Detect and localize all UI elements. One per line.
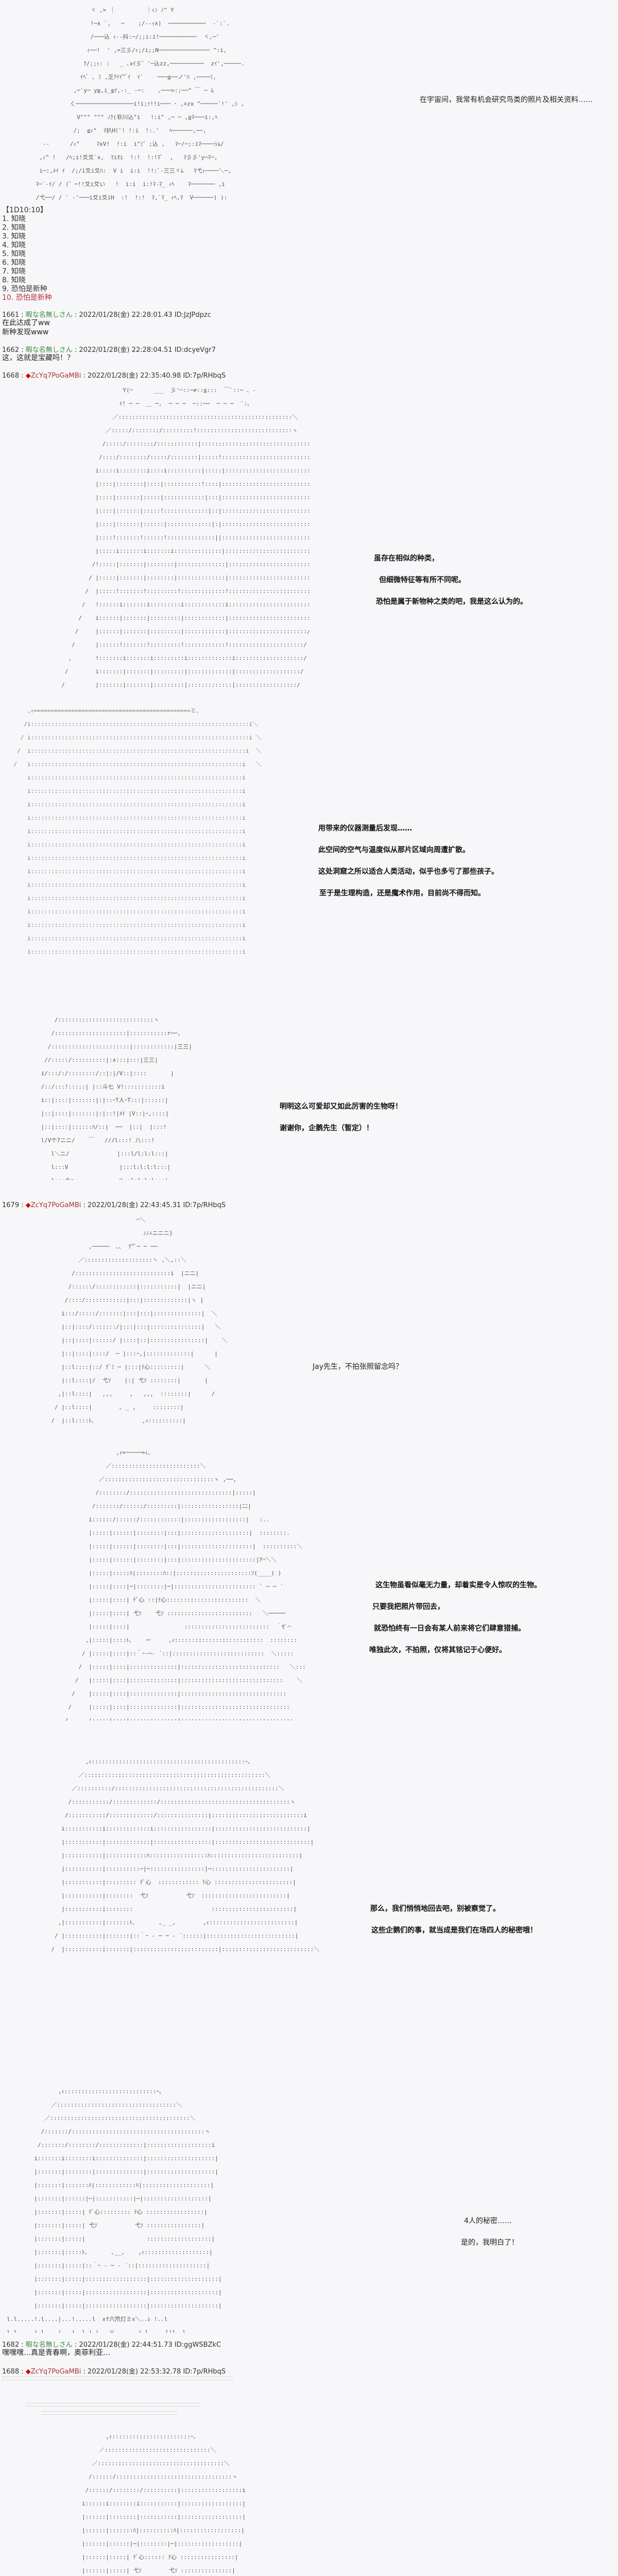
post-body-1661: 在此达成了ww 新种发现www	[2, 318, 50, 337]
narration-line: 是的，我明白了！	[461, 2239, 519, 2247]
narration-line: 就恐怕终有一日会有某人前来将它们肆意猎捕。	[374, 1624, 525, 1633]
post-header-1662: 1662 : 暇な名無しさん : 2022/01/28(金) 22:28:04.…	[2, 346, 216, 354]
poster-id[interactable]: ID:7p/RHbqS	[183, 372, 226, 380]
narration-line: 4人的秘密……	[464, 2217, 512, 2225]
narration-line: 至于是生理构造，还是魔术作用，目前尚不得而知。	[319, 889, 485, 897]
poster-name: 暇な名無しさん	[25, 346, 73, 354]
post-date: 2022/01/28(金) 22:53:32.78	[88, 2368, 181, 2376]
dice-result-list: 【1D10:10】 1. 知晓 2. 知晓 3. 知晓 4. 知晓 5. 知晓 …	[2, 206, 52, 302]
narration-1: 在宇宙间，我常有机会研究鸟类的照片及相关资料……	[420, 96, 593, 117]
poster-name: 暇な名無しさん	[25, 2341, 73, 2349]
post-body-1682: 嘿嘿嘿…真是青春啊，奥菲利亚…	[2, 2348, 110, 2358]
dice-roll-title: 【1D10:10】	[2, 206, 48, 214]
narration-line: Jay先生，不拍张照留念吗？	[313, 1363, 403, 1371]
ascii-art-1: ヾ ,> ｜ ｜ｨﾝ ﾉ^ Y !─∧ `, ─ ;/‐‐ｨ∧) ───────…	[5, 7, 245, 201]
ascii-art-4: /::::::::::::::::::::::::::::ヽ /::::::::…	[0, 1016, 192, 1180]
post-line: 新种发现www	[2, 328, 49, 336]
ascii-art-2: Y(⌒ ___ 彡'⌒::─≠::≦::: ￣`::─ 、- ｲ! ─ ─ ＿ …	[0, 387, 309, 688]
post-header-1682: 1682 : 暇な名無しさん : 2022/01/28(金) 22:44:51.…	[2, 2341, 221, 2349]
narration-line: 在宇宙间，我常有机会研究鸟类的照片及相关资料……	[420, 96, 593, 104]
post-header-1668: 1668 : ◆ZcYq7PoGaMBi : 2022/01/28(金) 22:…	[2, 372, 226, 380]
dice-option-4: 4. 知晓	[2, 241, 26, 249]
narration-line: 恐怕是属于新物种之类的吧，我是这么认为的。	[376, 598, 527, 606]
narration-line: 这些企鹅们的事，就当成是我们在场四人的秘密哦！	[371, 1926, 537, 1935]
narration-6: 这生物虽看似毫无力量，却着实是令人惊叹的生物。 只要我把照片带回去， 就恐怕终有…	[369, 1581, 541, 1668]
post-number[interactable]: 1668	[2, 372, 20, 380]
ascii-art-5: ⌒＼ ﾉﾉ∠ニニニ} ,───── ､､ ﾃ"ﾞ─ ─ ── ／::::::::…	[0, 1216, 228, 1424]
post-number[interactable]: 1688	[2, 2368, 20, 2376]
dice-option-3: 3. 知晓	[2, 232, 26, 241]
dice-option-6: 6. 知晓	[2, 259, 26, 267]
narration-line: 这生物虽看似毫无力量，却着实是令人惊叹的生物。	[375, 1581, 541, 1589]
post-line: 嘿嘿嘿…真是青春啊，奥菲利亚…	[2, 2349, 110, 2357]
post-header-1688: 1688 : ◆ZcYq7PoGaMBi : 2022/01/28(金) 22:…	[2, 2368, 226, 2376]
dotted-separator	[42, 2411, 177, 2415]
post-date: 2022/01/28(金) 22:44:51.73	[79, 2341, 173, 2349]
ascii-art-8: ,ｨ:::::::::::::::::::::::::::ｰ､ ／:::::::…	[0, 2088, 222, 2333]
dice-option-8: 8. 知晓	[2, 276, 26, 284]
ascii-art-3: ,ｨ======================================…	[0, 707, 262, 955]
narration-line: 这处洞窟之所以适合人类活动，似乎也多亏了那些孩子。	[318, 868, 499, 876]
narration-4: 明明这么可爱却又如此厉害的生物呀！ 谢谢你，企鹅先生（暂定）！	[280, 1103, 402, 1146]
post-body-1662: 这，这就是宝藏吗！？	[2, 353, 74, 363]
poster-id[interactable]: ID:7p/RHbqS	[183, 1201, 226, 1209]
narration-line: 明明这么可爱却又如此厉害的生物呀！	[280, 1103, 402, 1111]
trip-diamond-icon: ◆	[25, 2368, 31, 2376]
narration-line: 此空间的空气与温度似从那片区域向周遭扩散。	[318, 846, 470, 854]
dotted-separator	[27, 2403, 200, 2406]
post-number[interactable]: 1682	[2, 2341, 20, 2349]
post-date: 2022/01/28(金) 22:43:45.31	[88, 1201, 181, 1209]
narration-line: 虽存在相似的种类，	[374, 554, 439, 563]
narration-line: 唯独此次，不拍照，仅将其铭记于心便好。	[369, 1646, 506, 1654]
narration-line: 用带来的仪器测量后发现……	[318, 824, 412, 833]
post-number[interactable]: 1662	[2, 346, 20, 354]
dice-option-7: 7. 知晓	[2, 267, 26, 276]
post-header-1679: 1679 : ◆ZcYq7PoGaMBi : 2022/01/28(金) 22:…	[2, 1201, 226, 1209]
post-date: 2022/01/28(金) 22:35:40.98	[88, 372, 181, 380]
dice-option-2: 2. 知晓	[2, 224, 26, 232]
post-date: 2022/01/28(金) 22:28:04.51	[79, 346, 173, 354]
narration-line: 但细微特征等有所不同呢。	[379, 576, 466, 584]
dice-option-1: 1. 知晓	[2, 215, 26, 223]
ascii-art-9: ,ｨ:::::::::::::::::::::::ｰ､ ／:::::::::::…	[0, 2433, 246, 2574]
poster-id[interactable]: ID:dcyeVgr7	[174, 346, 216, 354]
narration-line: 那么，我们悄悄地回去吧，别被察觉了。	[370, 1905, 500, 1913]
post-number[interactable]: 1661	[2, 311, 20, 319]
trip-diamond-icon: ◆	[25, 1201, 31, 1209]
narration-8: 4人的秘密…… 是的，我明白了！	[461, 2217, 519, 2260]
post-header-1661: 1661 : 暇な名無しさん : 2022/01/28(金) 22:28:01.…	[2, 311, 211, 319]
poster-name: 暇な名無しさん	[25, 311, 73, 319]
dotted-separator	[2, 2377, 233, 2380]
post-line: 这，这就是宝藏吗！？	[2, 354, 74, 362]
ascii-art-6: ,ｨ=ｰ───ｰ=ｨ、 ／::::::::::::::::::::::::::＼…	[0, 1449, 306, 1721]
narration-line: 只要我把照片带回去，	[372, 1603, 444, 1611]
narration-line: 谢谢你，企鹅先生（暂定）！	[280, 1124, 373, 1132]
narration-5: Jay先生，不拍张照留念吗？	[313, 1363, 403, 1384]
trip-diamond-icon: ◆	[25, 372, 31, 380]
dice-option-10-selected: 10. 恐怕是新种	[2, 294, 52, 302]
dice-option-5: 5. 知晓	[2, 250, 26, 258]
poster-name: ZcYq7PoGaMBi	[30, 1201, 81, 1209]
narration-7: 那么，我们悄悄地回去吧，别被察觉了。 这些企鹅们的事，就当成是我们在场四人的秘密…	[370, 1905, 537, 1948]
post-line: 在此达成了ww	[2, 319, 50, 327]
ascii-art-7: ,ｨ::::::::::::::::::::::::::::::::::::::…	[0, 1758, 320, 1953]
poster-id[interactable]: ID:JzJPdpzc	[174, 311, 211, 319]
narration-2: 虽存在相似的种类， 但细微特征等有所不同呢。 恐怕是属于新物种之类的吧，我是这么…	[374, 554, 527, 619]
post-number[interactable]: 1679	[2, 1201, 20, 1209]
poster-id[interactable]: ID:ggWSBZkC	[174, 2341, 221, 2349]
dice-option-9: 9. 恐怕是新种	[2, 285, 47, 293]
poster-name: ZcYq7PoGaMBi	[30, 372, 81, 380]
poster-name: ZcYq7PoGaMBi	[30, 2368, 81, 2376]
post-date: 2022/01/28(金) 22:28:01.43	[79, 311, 173, 319]
poster-id[interactable]: ID:7p/RHbqS	[183, 2368, 226, 2376]
narration-3: 用带来的仪器测量后发现…… 此空间的空气与温度似从那片区域向周遭扩散。 这处洞窟…	[318, 824, 499, 911]
